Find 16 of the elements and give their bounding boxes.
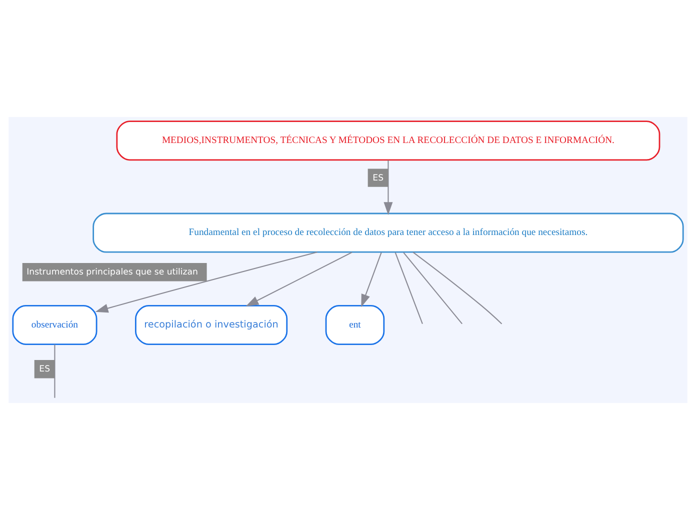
arrow [95,252,318,313]
connector [54,344,56,398]
node-box: observación [12,305,98,346]
node-box: ent [325,305,385,346]
connector [412,252,502,324]
arrow [246,252,352,306]
connector [403,252,462,324]
arrow [361,252,382,308]
edge-label: Instrumentos principales que se utilizan [26,268,198,278]
node-box: Fundamental en el proceso de recolección de datos para tener acceso a la información que necesitamos. [92,212,684,253]
node-box: recopilación o investigación [134,305,288,346]
edge-label: ES [39,364,50,375]
arrow [384,160,393,216]
node-box: MEDIOS,INSTRUMENTOS, TÉCNICAS Y MÉTODOS EN LA RECOLECCIÓN DE DATOS E INFORMACIÓN. [116,120,660,161]
edge-label: ES [372,173,384,184]
connector [394,252,423,324]
